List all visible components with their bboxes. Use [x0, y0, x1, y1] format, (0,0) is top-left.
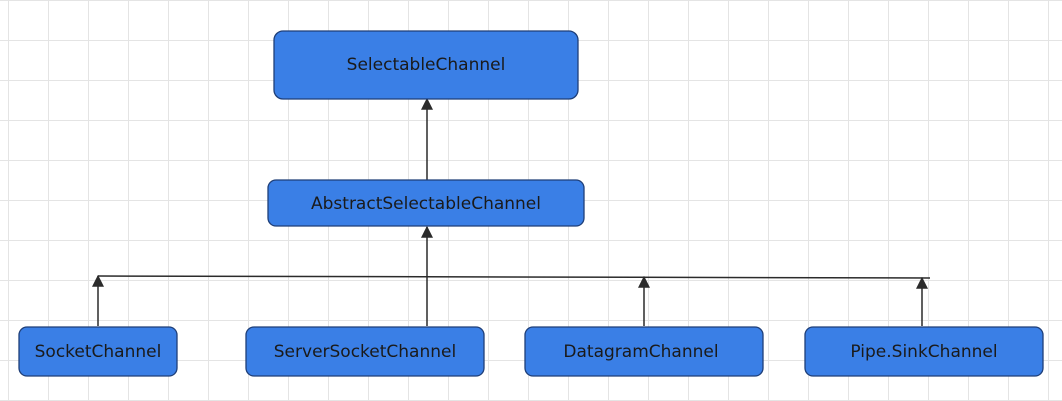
node-box	[245, 326, 485, 377]
node-label: SocketChannel	[35, 342, 162, 362]
node-box	[267, 179, 585, 227]
node-box	[804, 326, 1044, 377]
node-pipe-sink-channel[interactable]: Pipe.SinkChannel	[804, 326, 1044, 377]
node-box	[273, 30, 579, 100]
node-label: DatagramChannel	[563, 342, 718, 362]
node-label: ServerSocketChannel	[274, 342, 456, 362]
edge-horizontal-bus	[97, 275, 931, 279]
node-datagram-channel[interactable]: DatagramChannel	[524, 326, 764, 377]
node-label: AbstractSelectableChannel	[311, 194, 541, 214]
node-socket-channel[interactable]: SocketChannel	[18, 326, 178, 377]
node-box	[18, 326, 178, 377]
node-abstract-selectable-channel[interactable]: AbstractSelectableChannel	[267, 179, 585, 227]
node-selectable-channel[interactable]: SelectableChannel	[273, 30, 579, 100]
node-label: Pipe.SinkChannel	[850, 342, 997, 362]
node-label: SelectableChannel	[347, 55, 506, 75]
node-server-socket-channel[interactable]: ServerSocketChannel	[245, 326, 485, 377]
connectors	[92, 97, 931, 326]
node-box	[524, 326, 764, 377]
